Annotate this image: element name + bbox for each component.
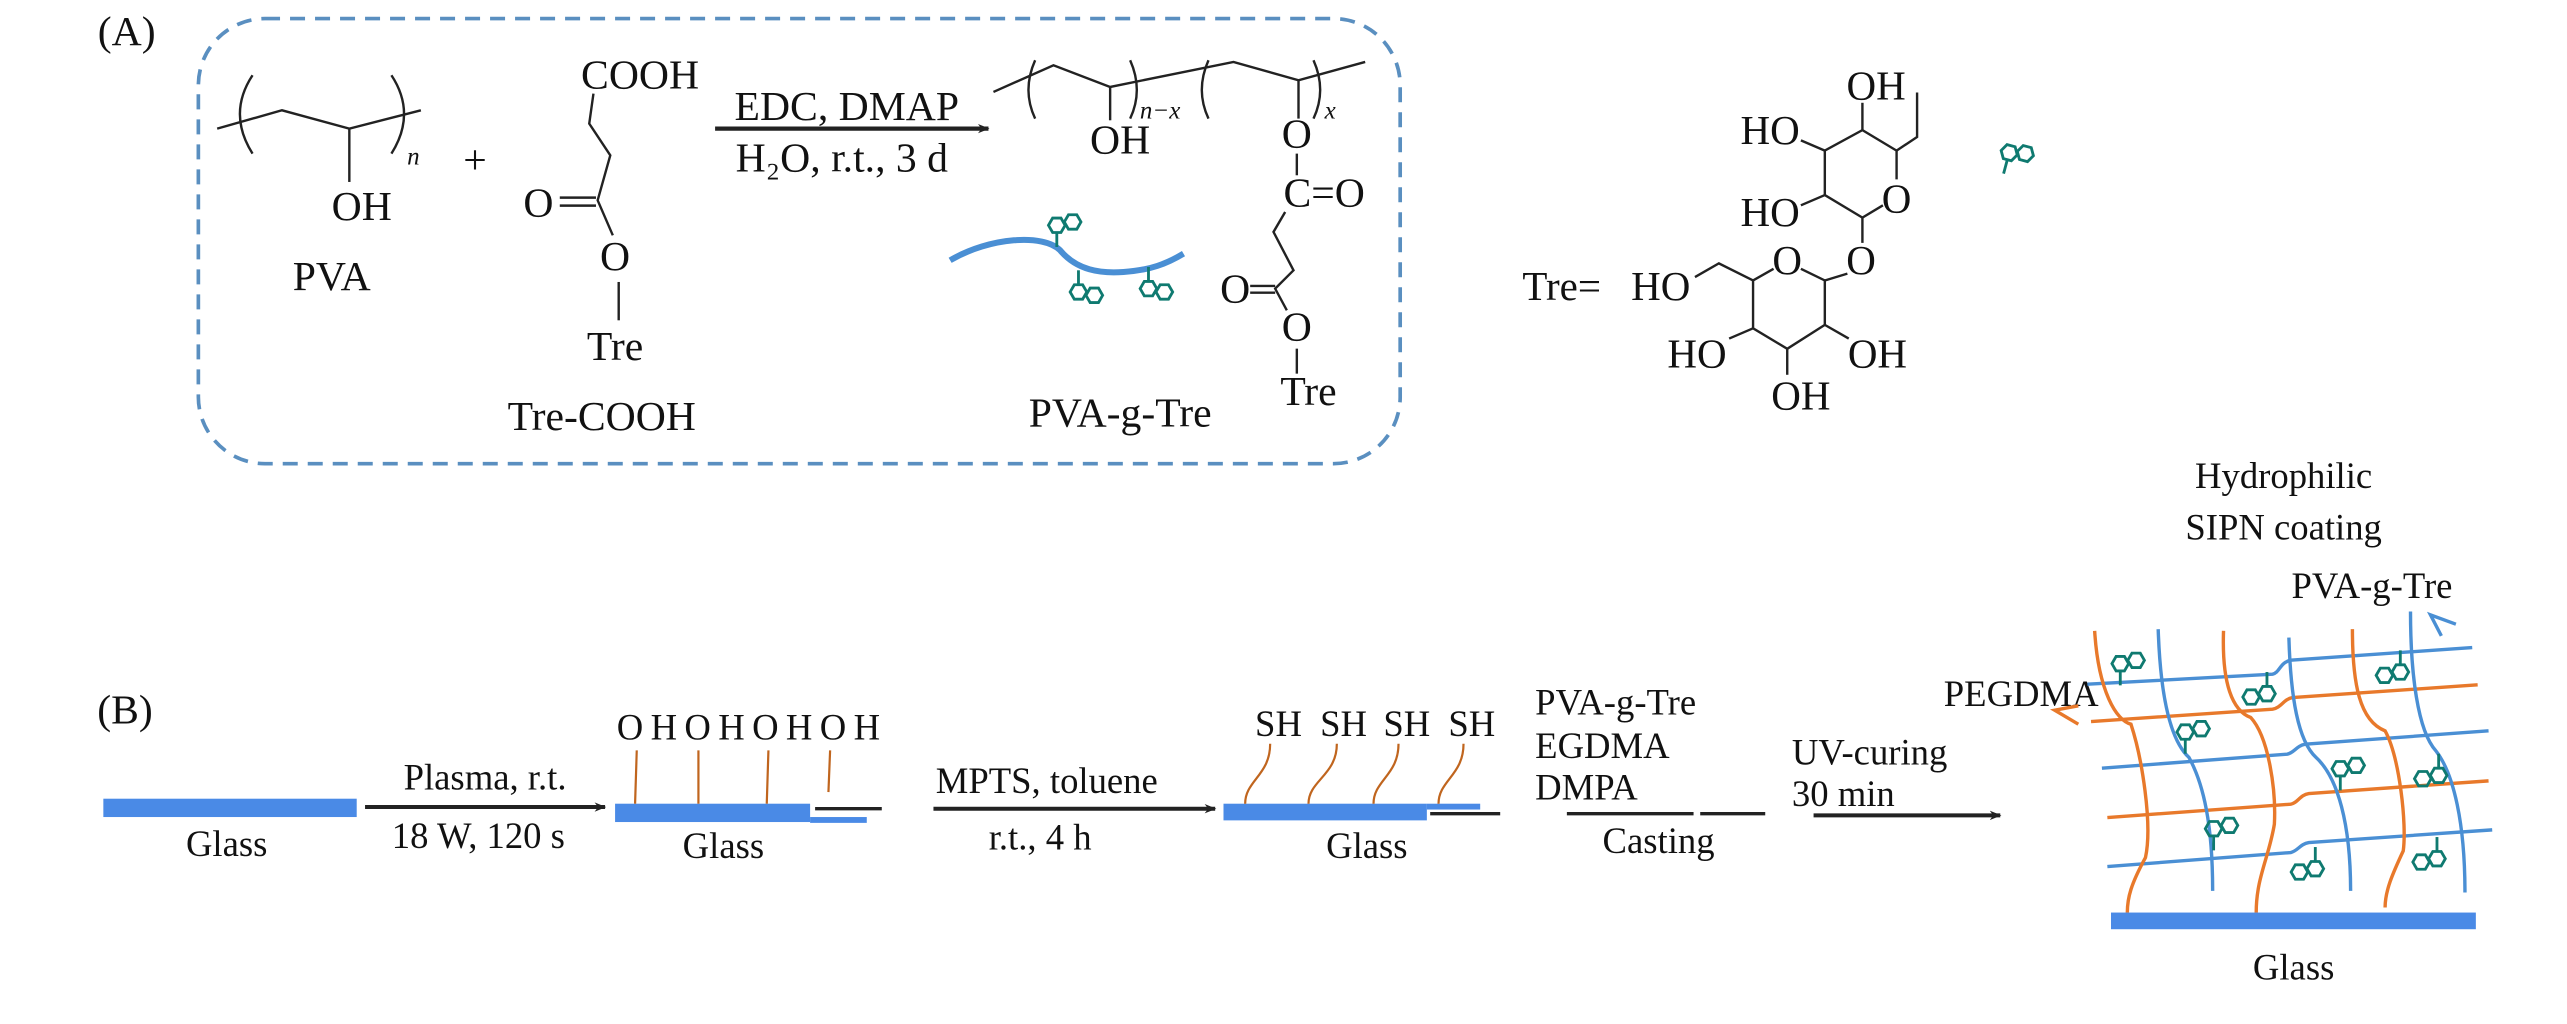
glass-edge (810, 817, 867, 823)
pva-g-tre-arrow-icon (2430, 615, 2455, 636)
mpts-time: r.t., 4 h (989, 817, 1092, 858)
pva-g-tre-structure: OH n−x x O C=O O O Tre PVA-g-Tre (948, 60, 1365, 437)
pva-name: PVA (293, 254, 371, 300)
glass-label: Glass (683, 825, 764, 866)
tre-cooh-structure (560, 94, 619, 321)
trehalose-structure: Tre= OH HO O HO O O HO HO OH OH (1522, 63, 1917, 418)
glass-label: Glass (1326, 825, 1407, 866)
coating-title-line1: Hydrophilic (2195, 455, 2372, 496)
plasma-conditions: Plasma, r.t. (404, 757, 567, 798)
pegdma-chain (2223, 631, 2274, 913)
mpts-conditions: MPTS, toluene (936, 760, 1158, 801)
pva-g-tre-chain (2102, 731, 2489, 768)
tre-cooh-tre: Tre (587, 324, 643, 370)
thiol-groups (1245, 744, 1463, 804)
pva-g-tre-chain-cartoon (948, 236, 1186, 276)
sipn-network (2055, 612, 2492, 930)
reaction-conditions-below: H₂O, r.t., 3 d (736, 136, 949, 182)
thiol-label: SH (1320, 703, 1367, 744)
tre-cooh-carbonyl-o: O (523, 181, 553, 227)
casting-label: Casting (1603, 820, 1715, 861)
trehalose-icon (1068, 268, 1105, 304)
tre-cooh-name: Tre-COOH (508, 394, 696, 440)
thiol-label: SH (1383, 703, 1430, 744)
pva-oh: OH (332, 184, 392, 230)
tre-group: O (1772, 237, 1802, 283)
product-o: O (1282, 112, 1312, 158)
pegdma-arrow-icon (2055, 706, 2079, 724)
pva-g-tre-chain (2411, 612, 2465, 893)
product-name: PVA-g-Tre (1029, 391, 1212, 437)
tre-group: HO (1741, 189, 1800, 235)
tre-group: OH (1771, 372, 1830, 418)
product-oh: OH (1090, 117, 1150, 163)
trehalose-icon (1994, 138, 2037, 182)
trehalose-icon (2411, 835, 2447, 871)
product-c-eq-o: C=O (1284, 171, 1365, 217)
product-n-minus-x: n−x (1140, 97, 1180, 124)
tre-group: O (1882, 175, 1912, 221)
trehalose-icon (2330, 756, 2366, 792)
tre-group: HO (1741, 107, 1800, 153)
product-ester-o: O (1282, 305, 1312, 351)
tre-group: OH (1848, 331, 1907, 377)
glass-edge (1426, 803, 1481, 810)
tre-group: O (1846, 237, 1876, 283)
pva-g-tre-chain (2289, 638, 2351, 891)
uv-curing-label: UV-curing (1792, 732, 1947, 773)
coating-title-line2: SIPN coating (2185, 507, 2382, 548)
product-tre: Tre (1280, 369, 1336, 415)
hydroxyl-groups (635, 750, 830, 803)
uv-curing-time: 30 min (1792, 773, 1895, 814)
tre-definition-label: Tre= (1522, 263, 1601, 309)
panel-a-label: (A) (98, 9, 156, 55)
thiol-label: SH (1448, 703, 1495, 744)
tre-group: HO (1667, 331, 1726, 377)
pva-n-subscript: n (407, 143, 420, 170)
pva-g-tre-chain (2107, 830, 2492, 867)
pva-structure (217, 75, 421, 182)
tre-group: OH (1846, 63, 1905, 109)
thiol-label: SH (1255, 703, 1302, 744)
hydroxyl-labels: OHOHOHOH (617, 707, 880, 748)
glass-label: Glass (2253, 947, 2334, 988)
reaction-dashed-box (196, 16, 1403, 466)
plasma-power-time: 18 W, 120 s (392, 815, 565, 856)
product-x: x (1324, 97, 1336, 124)
reaction-conditions-above: EDC, DMAP (735, 84, 960, 130)
glass-slide-oh (615, 803, 811, 823)
glass-label: Glass (186, 823, 267, 864)
reagent-pva-g-tre: PVA-g-Tre (1535, 682, 1696, 723)
tre-cooh-ester-o: O (600, 234, 630, 280)
panel-b-label: (B) (97, 687, 153, 733)
pegdma-chain (2095, 631, 2148, 913)
tre-cooh-cooh: COOH (581, 52, 699, 98)
glass-slide-sh (1223, 803, 1427, 821)
product-carbonyl-o: O (1220, 267, 1250, 313)
tre-group: HO (1631, 263, 1690, 309)
reagent-dmpa: DMPA (1535, 767, 1638, 808)
reagent-egdma: EGDMA (1535, 725, 1670, 766)
glass-slide (103, 798, 357, 818)
pegdma-chain (2352, 629, 2404, 907)
glass-substrate (2110, 912, 2476, 930)
plus-sign: + (463, 137, 487, 183)
pegdma-chain (2107, 781, 2488, 818)
pva-g-tre-network-label: PVA-g-Tre (2292, 565, 2453, 606)
